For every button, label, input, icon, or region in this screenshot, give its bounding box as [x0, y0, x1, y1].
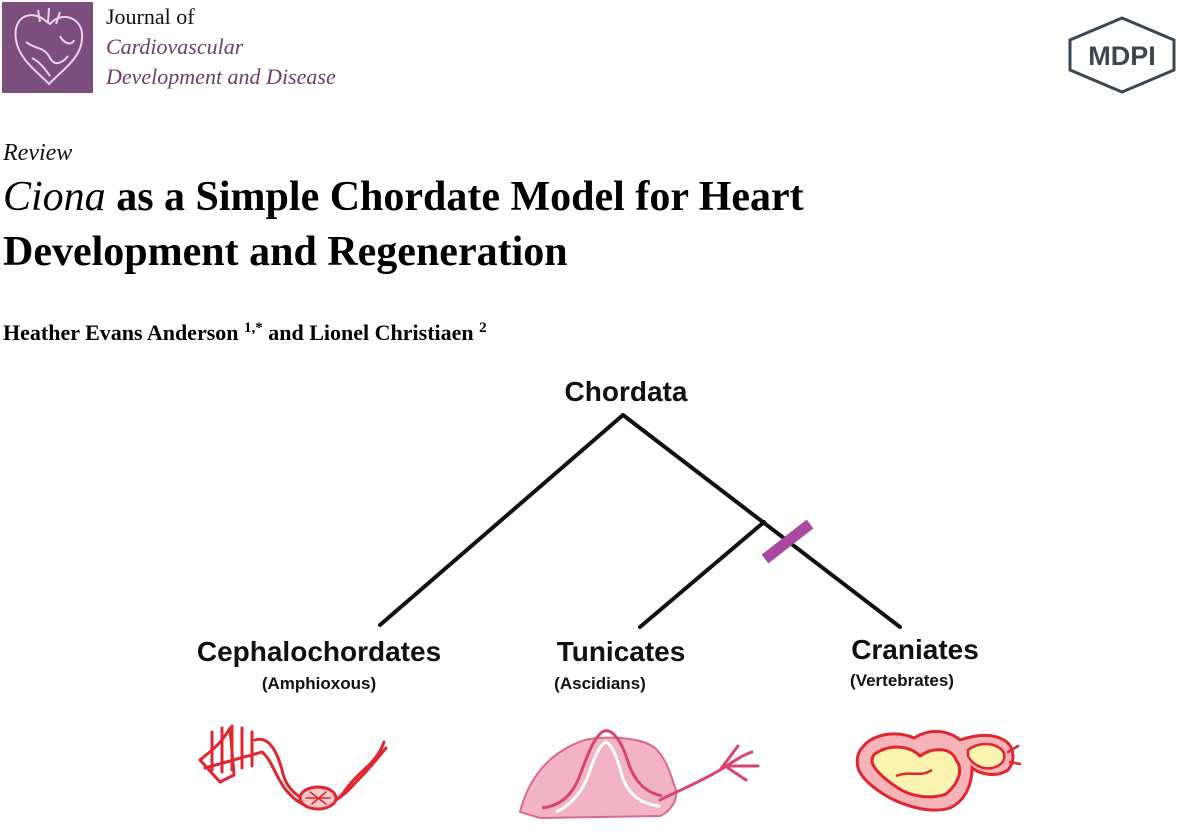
article-type: Review — [3, 140, 73, 166]
branch-cephalochordates — [378, 413, 625, 627]
tree-root-label: Chordata — [565, 376, 688, 407]
title-line1-rest: as a Simple Chordate Model for Heart — [105, 174, 804, 220]
craniate-heart-illustration — [855, 730, 1022, 812]
branch-tunicates — [638, 520, 766, 629]
evolution-marker — [761, 519, 814, 564]
author-list: Heather Evans Anderson 1,* and Lionel Ch… — [3, 318, 487, 348]
author-name-2: Lionel Christiaen — [309, 320, 474, 345]
journal-name-line2: Development and Disease — [106, 64, 336, 89]
title-line2: Development and Regeneration — [3, 229, 568, 275]
taxon-cephalochordates-subtitle: (Amphioxous) — [262, 674, 376, 693]
taxon-tunicates-label: Tunicates — [557, 636, 686, 667]
branch-craniates — [621, 413, 902, 629]
tunicate-heart-illustration — [518, 729, 760, 820]
journal-logo — [2, 2, 93, 93]
journal-prefix: Journal of — [106, 4, 195, 29]
author-connector: and — [262, 320, 310, 345]
title-species: Ciona — [3, 174, 106, 220]
phylogeny-tree — [378, 413, 902, 629]
journal-name-line1: Cardiovascular — [106, 34, 244, 59]
heart-icon — [14, 7, 84, 86]
mdpi-logo-text: MDPI — [1088, 41, 1156, 71]
taxon-tunicates-subtitle: (Ascidians) — [554, 674, 646, 693]
author-name-1: Heather Evans Anderson — [3, 320, 239, 345]
phylogeny-figure: Chordata Cephalochordates (Amphioxous) T… — [197, 376, 1022, 820]
taxon-craniates-label: Craniates — [851, 634, 979, 665]
article-title: Ciona as a Simple Chordate Model for Hea… — [3, 170, 1123, 280]
taxon-craniates-subtitle: (Vertebrates) — [850, 671, 954, 690]
amphioxus-heart-illustration — [198, 724, 388, 811]
mdpi-logo: MDPI — [1066, 15, 1178, 95]
author-2-affiliation: 2 — [479, 320, 487, 336]
taxon-cephalochordates-label: Cephalochordates — [197, 636, 441, 667]
author-1-affiliation: 1,* — [244, 320, 263, 336]
